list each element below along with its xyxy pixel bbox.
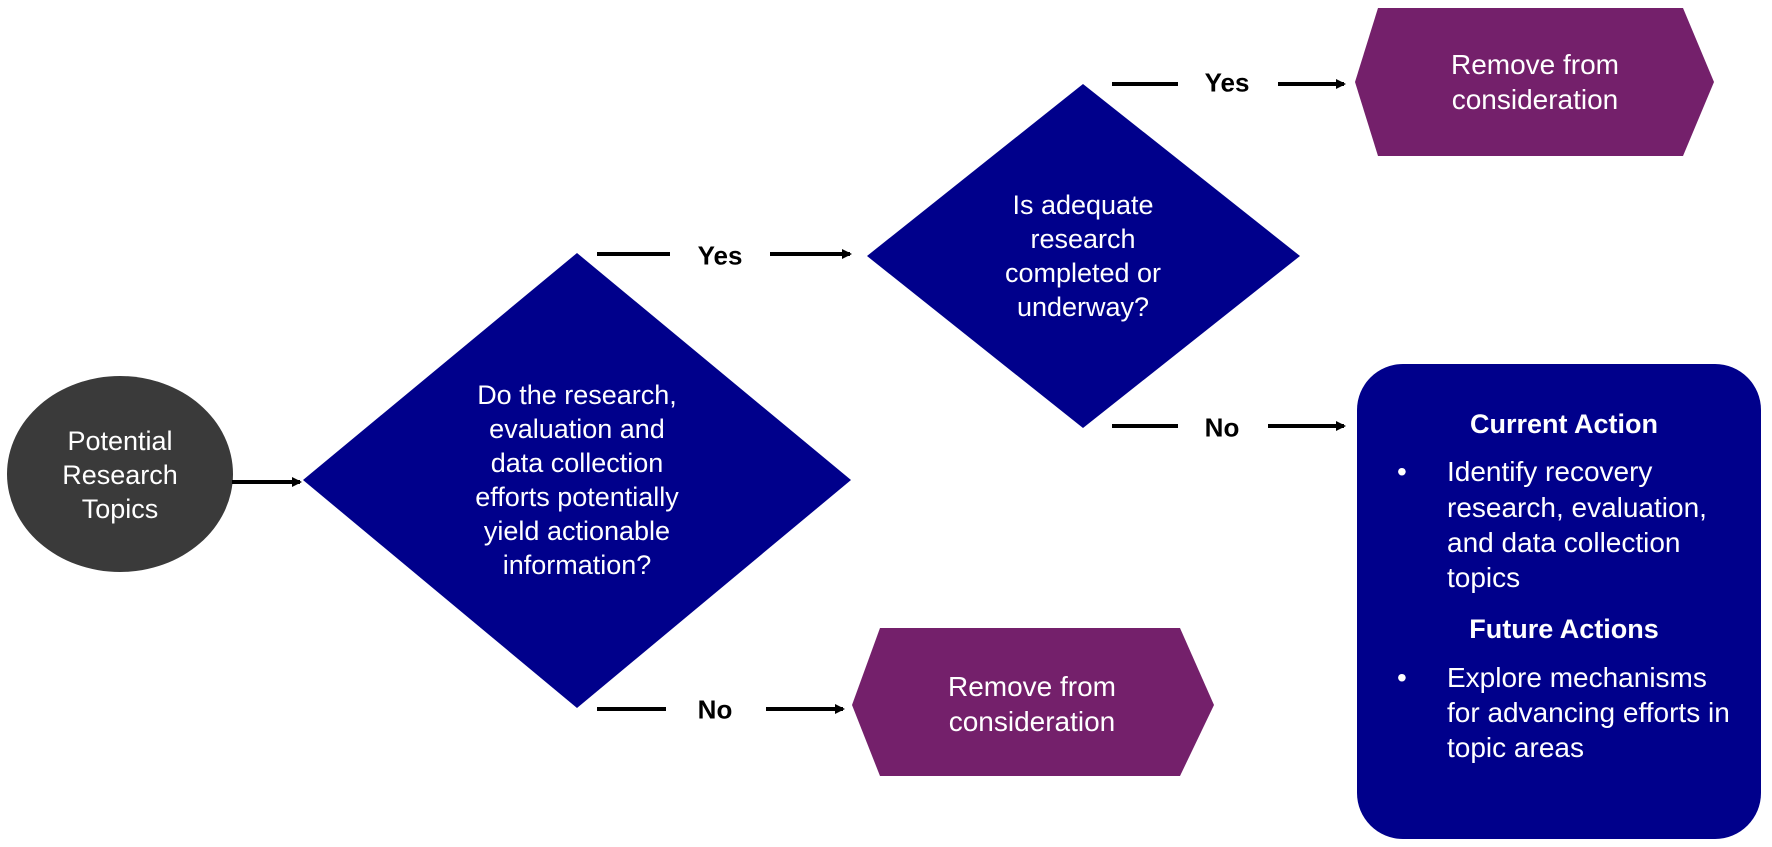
future-action-item: Explore mechanisms for advancing efforts… [1397, 660, 1731, 766]
remove-hexagon-bottom [852, 628, 1214, 776]
remove-bottom-label: Remove from consideration [947, 670, 1117, 737]
remove-hexagon-top [1355, 8, 1714, 156]
d1-no-label: No [691, 694, 739, 726]
d2-yes-label: Yes [1198, 67, 1256, 99]
decision2-label: Is adequate research completed or underw… [1004, 189, 1162, 323]
decision1-label: Do the research, evaluation and data col… [475, 379, 679, 581]
future-action-list: Explore mechanisms for advancing efforts… [1397, 660, 1731, 766]
current-action-list: Identify recovery research, evaluation, … [1397, 454, 1731, 595]
action-panel: Current Action Identify recovery researc… [1357, 364, 1761, 839]
d2-no-label: No [1198, 412, 1246, 444]
future-actions-heading: Future Actions [1469, 614, 1659, 645]
current-action-item: Identify recovery research, evaluation, … [1397, 454, 1731, 595]
current-action-heading: Current Action [1470, 409, 1658, 439]
remove-top-label: Remove from consideration [1450, 48, 1620, 115]
d1-yes-label: Yes [691, 240, 749, 272]
decision-diamond-2 [867, 84, 1300, 428]
start-label: Potential Research Topics [62, 425, 178, 524]
decision-diamond-1 [303, 253, 851, 708]
start-oval [7, 376, 233, 572]
